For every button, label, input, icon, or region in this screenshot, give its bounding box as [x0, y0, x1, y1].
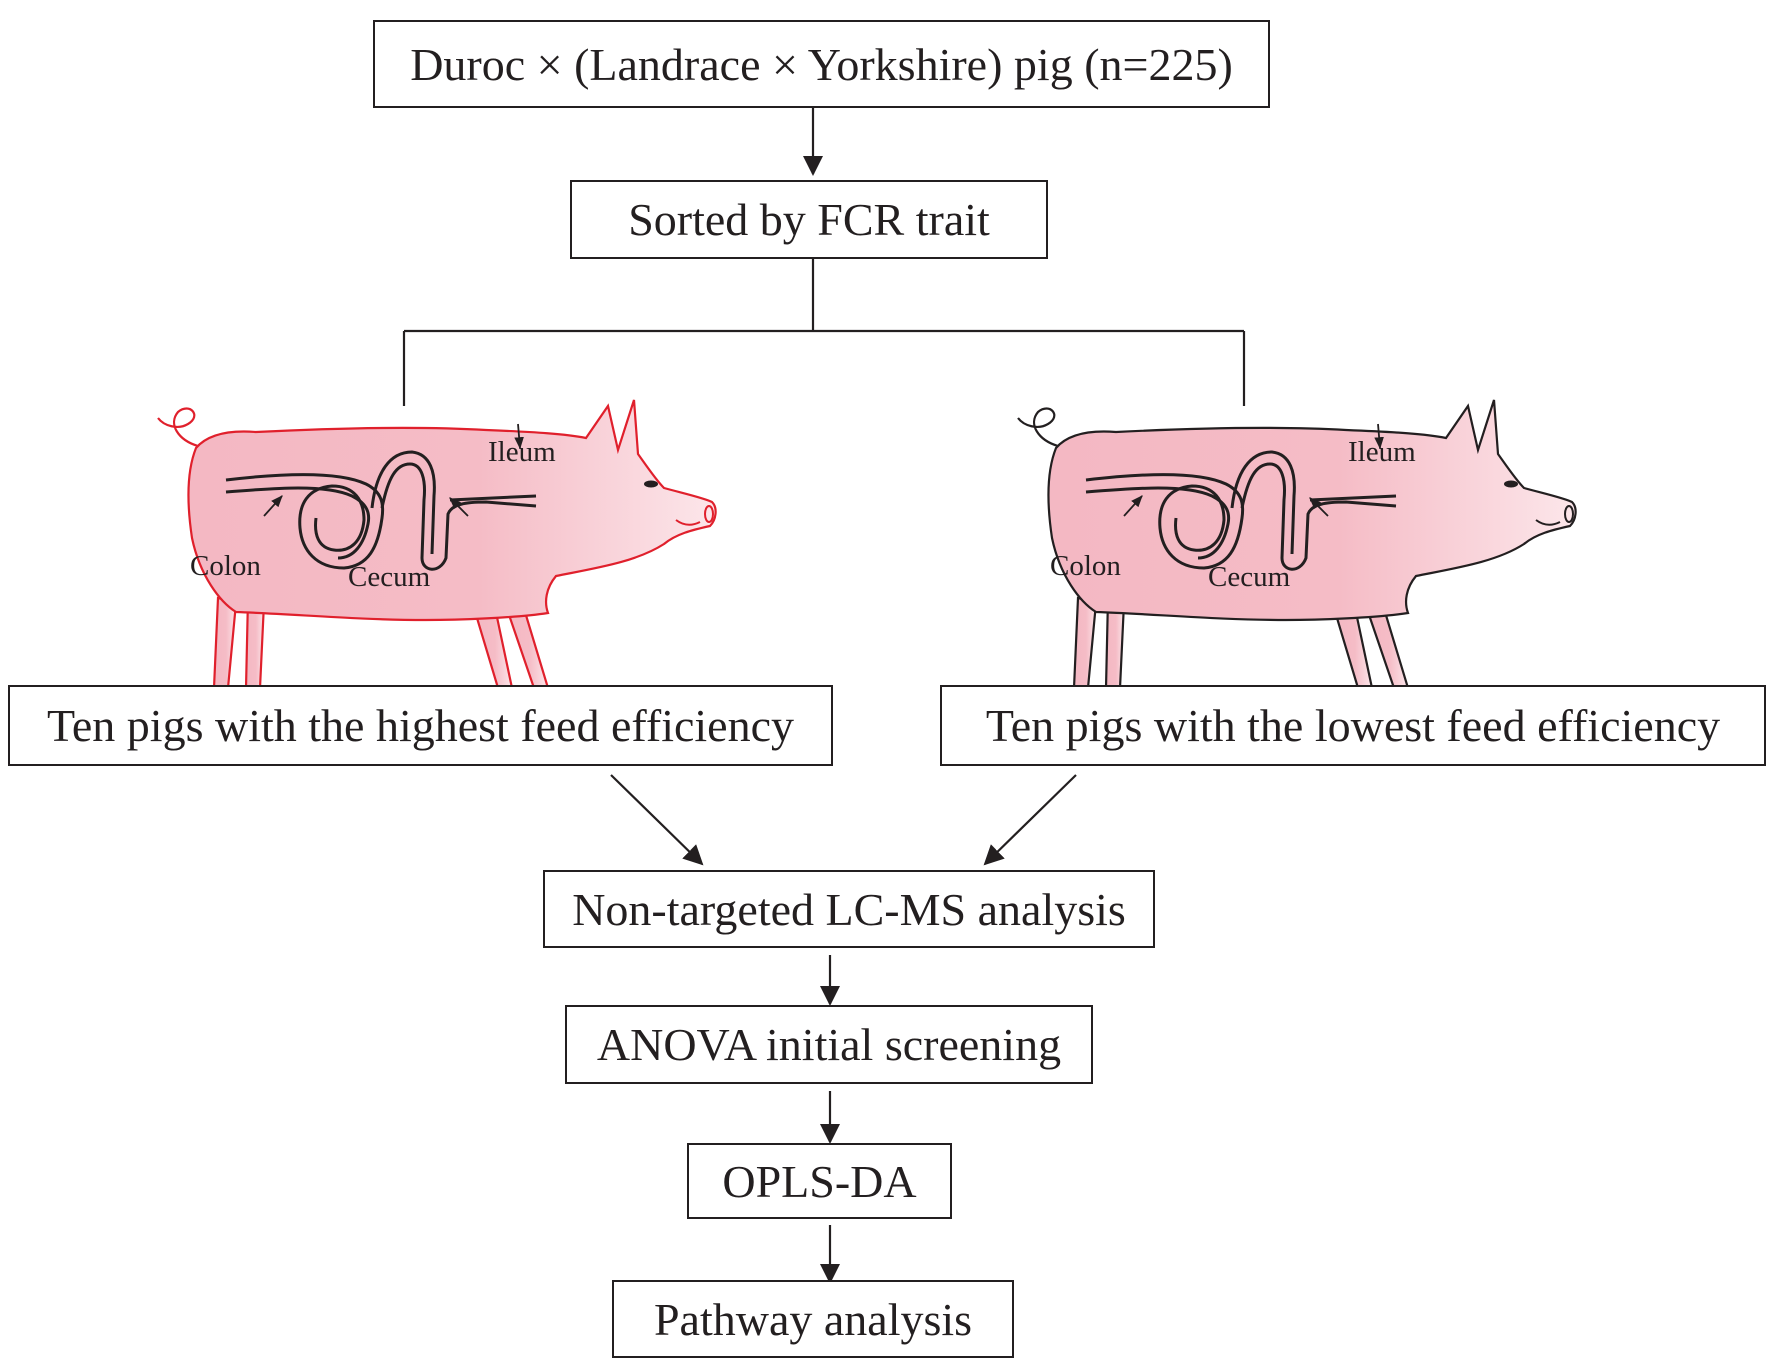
- anova-screening-box: ANOVA initial screening: [565, 1005, 1093, 1084]
- label-ileum: Ileum: [1348, 436, 1416, 468]
- low-efficiency-group-box: Ten pigs with the lowest feed efficiency: [940, 685, 1766, 766]
- population-box: Duroc × (Landrace × Yorkshire) pig (n=22…: [373, 20, 1270, 108]
- pathway-analysis-box: Pathway analysis: [612, 1280, 1014, 1358]
- label-colon: Colon: [190, 550, 261, 582]
- pig-illustration-low-efficiency: Ileum Colon Cecum: [1017, 398, 1577, 690]
- label-colon: Colon: [1050, 550, 1121, 582]
- label-ileum: Ileum: [488, 436, 556, 468]
- lcms-analysis-box: Non-targeted LC-MS analysis: [543, 870, 1155, 948]
- high-efficiency-group-box: Ten pigs with the highest feed efficienc…: [8, 685, 833, 766]
- label-cecum: Cecum: [1208, 561, 1291, 593]
- opls-da-box: OPLS-DA: [687, 1143, 952, 1219]
- pig-illustration-high-efficiency: Ileum Colon Cecum: [157, 398, 717, 690]
- sort-box: Sorted by FCR trait: [570, 180, 1048, 259]
- label-cecum: Cecum: [348, 561, 431, 593]
- connector-lines: [402, 108, 1246, 1284]
